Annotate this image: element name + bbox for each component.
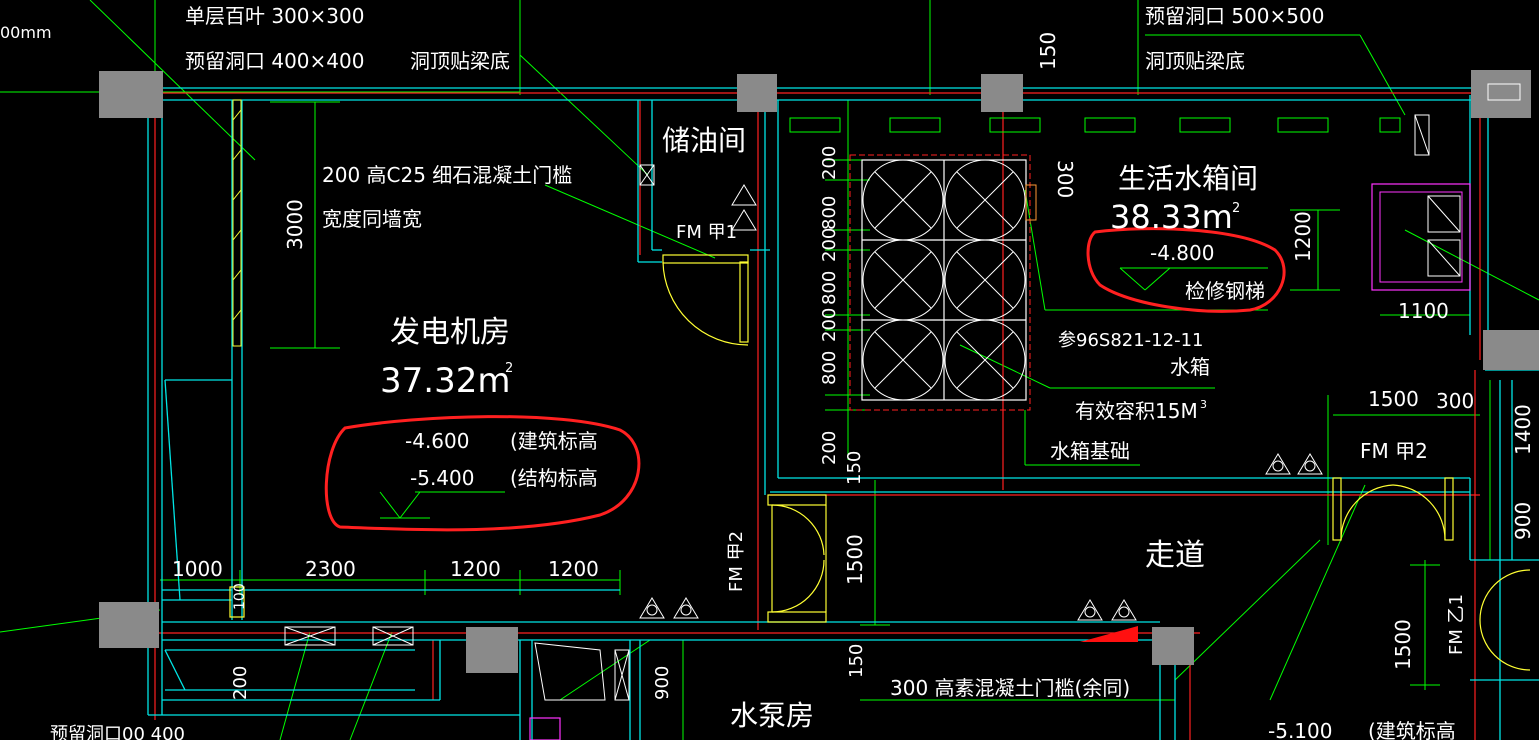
door-fm2-vertical: FM 甲2 bbox=[726, 531, 747, 592]
pump-room-equipment bbox=[529, 717, 561, 740]
door-fm1: FM 甲1 bbox=[676, 222, 737, 243]
note-right-beam: 洞顶贴梁底 bbox=[1145, 49, 1245, 73]
dimension-lines bbox=[160, 100, 1440, 740]
dim-150-bot: 150 bbox=[846, 644, 867, 678]
pump-equipment bbox=[1371, 183, 1471, 291]
level-gen-struct: -5.400 bbox=[410, 466, 474, 490]
opening-marker bbox=[1487, 83, 1521, 101]
room-oil-name: 储油间 bbox=[662, 124, 746, 157]
note-ladder: 检修钢梯 bbox=[1185, 279, 1265, 303]
note-opening-beam: 洞顶贴梁底 bbox=[410, 49, 510, 73]
dim-800-b: 800 bbox=[819, 271, 840, 305]
note-tank-ref: 参96S821-12-11 bbox=[1058, 330, 1204, 351]
dim-150-top: 150 bbox=[1036, 32, 1060, 70]
level-bottom-note: (建筑标高 bbox=[1368, 719, 1456, 740]
dim-1500-mid: 1500 bbox=[843, 534, 867, 585]
dim-1500-br: 1500 bbox=[1391, 619, 1415, 670]
note-opening: 预留洞口 400×400 bbox=[185, 49, 364, 73]
level-marker bbox=[1080, 626, 1138, 642]
vent-boxes bbox=[284, 114, 1430, 701]
highlight-circles bbox=[324, 227, 1286, 532]
door-fm2-right: FM 甲2 bbox=[1360, 439, 1428, 463]
dim-800-c: 800 bbox=[819, 351, 840, 385]
doors bbox=[229, 254, 1531, 671]
room-tank-sup: 2 bbox=[1232, 201, 1240, 216]
door-fm-yi1: FM 乙1 bbox=[1446, 594, 1467, 655]
level-bottom: -5.100 bbox=[1268, 719, 1332, 740]
room-corridor-name: 走道 bbox=[1145, 538, 1205, 573]
axis-lines bbox=[100, 80, 1520, 740]
note-louver: 单层百叶 300×300 bbox=[185, 4, 364, 28]
dim-1000: 1000 bbox=[172, 557, 223, 581]
walls bbox=[147, 87, 1539, 740]
note-tank-cap-sup: 3 bbox=[1200, 398, 1207, 411]
dim-200-bl: 200 bbox=[230, 666, 251, 700]
hatched-strip bbox=[232, 99, 242, 347]
dim-1200-a: 1200 bbox=[450, 557, 501, 581]
dim-300-top: 300 bbox=[1053, 160, 1077, 198]
room-generator-area: 37.32m bbox=[380, 361, 510, 401]
water-tank-grid bbox=[849, 154, 1037, 411]
vent-row bbox=[789, 117, 1401, 133]
dim-200-b: 200 bbox=[819, 228, 840, 262]
note-tank-label: 水箱 bbox=[1170, 355, 1210, 379]
dim-200-d: 200 bbox=[819, 431, 840, 465]
dim-200-c: 200 bbox=[819, 308, 840, 342]
note-tank-capacity: 有效容积15M bbox=[1075, 399, 1198, 423]
dim-3000: 3000 bbox=[283, 199, 307, 250]
note-left-partial: 00mm bbox=[0, 23, 52, 42]
level-gen-struct-note: (结构标高 bbox=[510, 466, 598, 490]
dim-1100: 1100 bbox=[1398, 299, 1449, 323]
room-pump-name: 水泵房 bbox=[730, 699, 814, 732]
note-sill-2: 宽度同墙宽 bbox=[322, 207, 422, 231]
dim-300-r: 300 bbox=[1436, 389, 1474, 413]
dim-1200-r: 1200 bbox=[1291, 211, 1315, 262]
note-right-opening: 预留洞口 500×500 bbox=[1145, 4, 1324, 28]
dim-100: 100 bbox=[232, 583, 248, 610]
text-layer: 单层百叶 300×300 预留洞口 400×400 洞顶贴梁底 预留洞口 500… bbox=[0, 4, 1535, 740]
dim-900-bot: 900 bbox=[652, 666, 673, 700]
level-gen-arch: -4.600 bbox=[405, 429, 469, 453]
note-tank-base: 水箱基础 bbox=[1050, 439, 1130, 463]
dim-2300: 2300 bbox=[305, 557, 356, 581]
room-generator-name: 发电机房 bbox=[390, 315, 510, 350]
level-gen-arch-note: (建筑标高 bbox=[510, 429, 598, 453]
note-bottom-left: 预留洞口00 400 bbox=[50, 724, 185, 740]
fire-extinguisher-marks bbox=[639, 184, 1323, 621]
level-tank: -4.800 bbox=[1150, 241, 1214, 265]
pump-base bbox=[534, 642, 606, 701]
dim-1400: 1400 bbox=[1511, 404, 1535, 455]
room-tank-name: 生活水箱间 bbox=[1118, 162, 1258, 195]
dim-150-mid: 150 bbox=[844, 451, 865, 485]
dim-200-a: 200 bbox=[819, 146, 840, 180]
note-sill-1: 200 高C25 细石混凝土门槛 bbox=[322, 163, 572, 187]
dim-900-r: 900 bbox=[1511, 502, 1535, 540]
dim-1500-r: 1500 bbox=[1368, 387, 1419, 411]
room-generator-sup: 2 bbox=[505, 361, 513, 376]
note-bottom-sill: 300 高素混凝土门槛(余同) bbox=[890, 676, 1130, 700]
dim-1200-b: 1200 bbox=[548, 557, 599, 581]
room-tank-area: 38.33m bbox=[1110, 198, 1233, 236]
column-piers bbox=[99, 70, 1539, 673]
dim-800-a: 800 bbox=[819, 196, 840, 230]
